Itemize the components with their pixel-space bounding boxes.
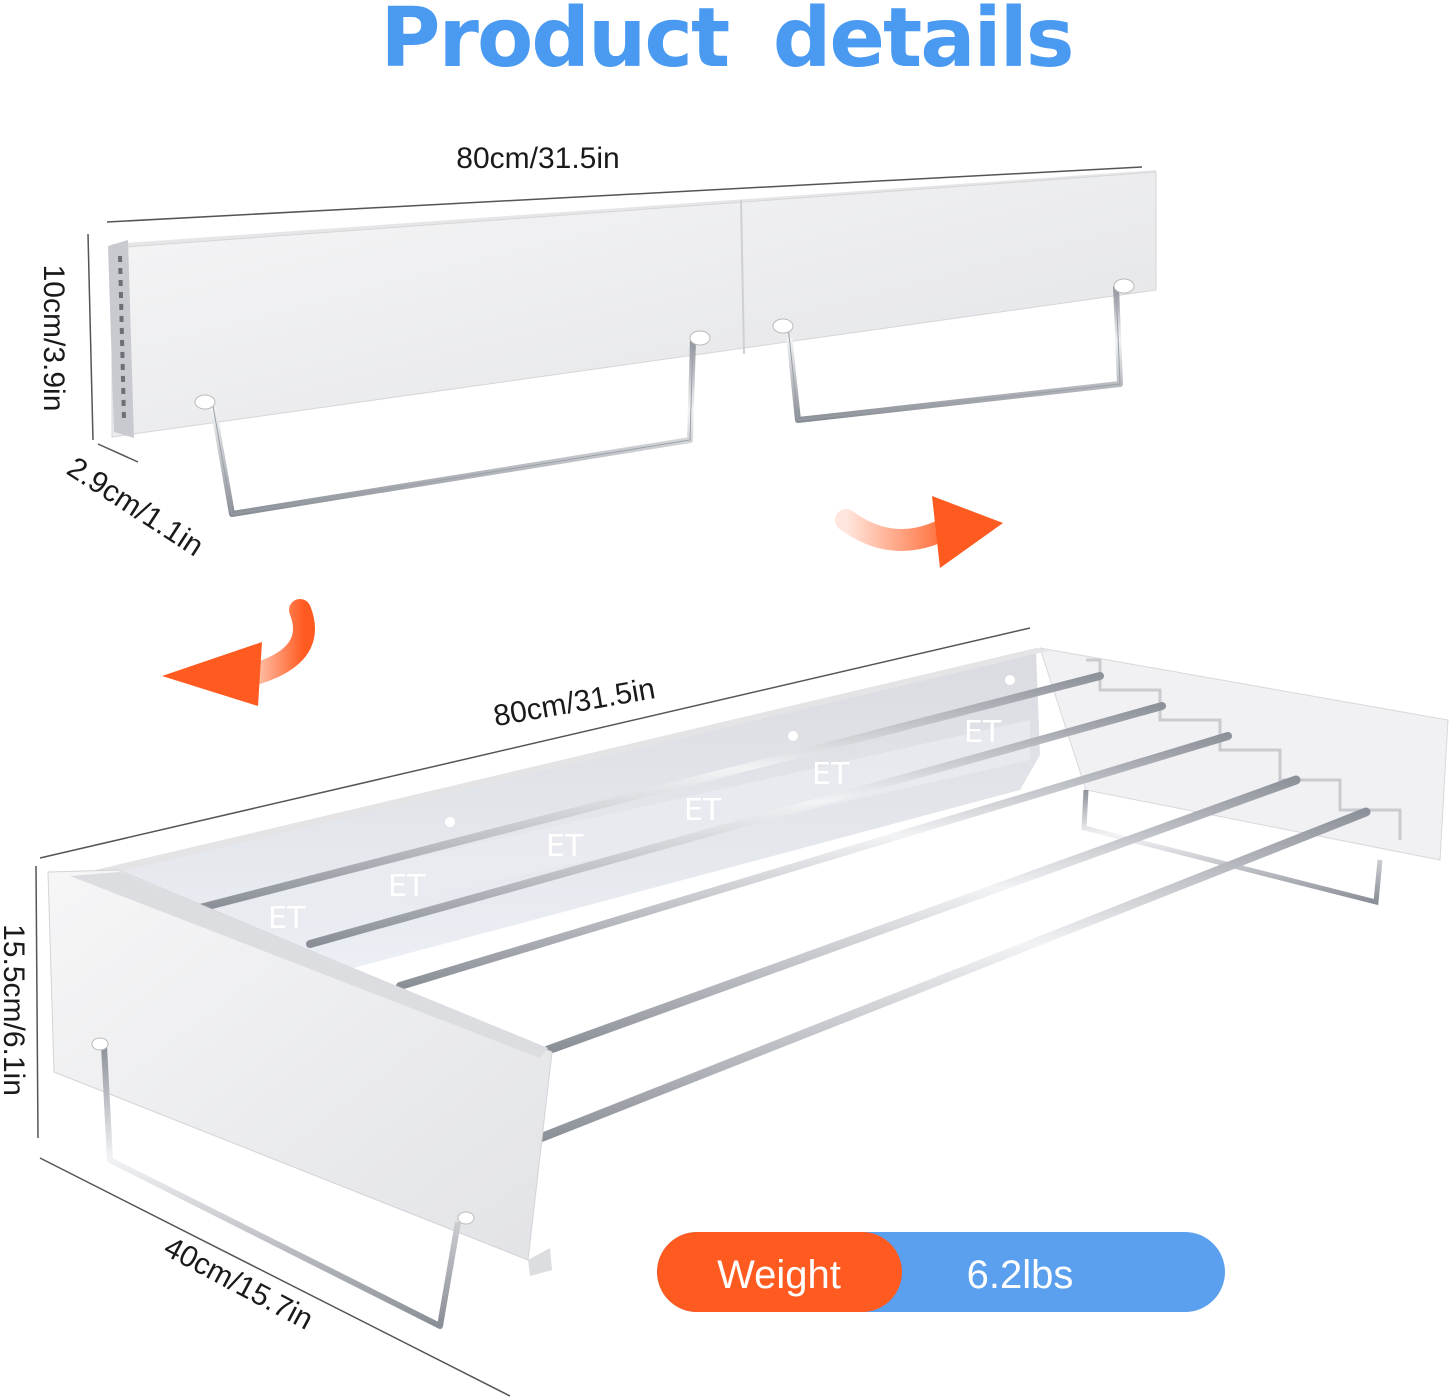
extended-towel-bar-front: [101, 1045, 461, 1329]
screw-hole: [1005, 675, 1015, 685]
logo-mark-icon: ET: [546, 829, 584, 864]
extended-front-panel-foot: [528, 1248, 552, 1276]
folded-peg: [1113, 278, 1135, 294]
folded-depth-dimension-line: [97, 443, 139, 463]
folded-peg: [689, 330, 711, 346]
logo-mark-icon: ET: [388, 869, 426, 904]
weight-label: Weight: [717, 1253, 841, 1297]
logo-mark-icon: ET: [964, 715, 1002, 750]
extended-rack: ET ET ET ET ET ET: [35, 627, 1449, 1397]
folded-end-slots: [118, 255, 126, 421]
drying-rod: [543, 775, 1301, 1055]
extended-step-teeth: [1086, 658, 1402, 840]
folded-height-label: 10cm/3.9in: [37, 265, 70, 412]
logo-mark-icon: ET: [812, 757, 850, 792]
extended-height-dimension-line: [35, 865, 39, 1139]
arrow-head-left-icon: [162, 642, 262, 706]
extended-depth-dimension-line: [39, 1157, 511, 1397]
screw-hole: [788, 731, 798, 741]
page-title: Product details: [380, 0, 1074, 86]
extended-height-label: 15.5cm/6.1in: [0, 924, 30, 1096]
drying-rod: [196, 672, 1104, 912]
extended-peg: [91, 1037, 109, 1051]
extended-back-strip: [200, 720, 1030, 948]
drying-rod: [306, 702, 1166, 948]
folded-width-dimension-line: [106, 166, 1143, 223]
folded-panel-seam: [740, 199, 745, 355]
extended-width-dimension-line: [39, 627, 1031, 859]
extended-peg: [457, 1211, 475, 1225]
weight-badge: Weight 6.2lbs: [657, 1232, 1225, 1312]
logo-mark-icon: ET: [684, 793, 722, 828]
logo-mark-icon: ET: [268, 901, 306, 936]
screw-hole: [445, 817, 455, 827]
folded-towel-bar-left-outline: [211, 339, 694, 515]
folded-depth-label: 2.9cm/1.1in: [61, 451, 209, 563]
folded-rack: [87, 166, 1157, 517]
extended-front-panel-lip: [70, 872, 548, 1058]
extended-width-label: 80cm/31.5in: [491, 672, 658, 733]
folded-panel-face: [111, 171, 1157, 438]
weight-label-pill: [657, 1232, 902, 1312]
extended-right-panel: [1039, 647, 1449, 861]
folded-towel-bar-right-outline: [787, 285, 1121, 421]
weight-value: 6.2lbs: [967, 1253, 1074, 1297]
folded-peg: [772, 318, 794, 334]
folded-height-dimension-line: [87, 233, 94, 441]
extended-top-edge: [70, 648, 1052, 876]
folded-width-label: 80cm/31.5in: [456, 142, 619, 175]
drying-rod: [525, 807, 1371, 1147]
extended-front-panel: [47, 869, 553, 1261]
folded-peg: [194, 394, 216, 410]
arrow-head-right-icon: [932, 496, 1003, 568]
folded-end-cap: [108, 240, 134, 438]
drying-rod: [396, 732, 1232, 990]
extended-depth-label: 40cm/15.7in: [159, 1231, 319, 1337]
